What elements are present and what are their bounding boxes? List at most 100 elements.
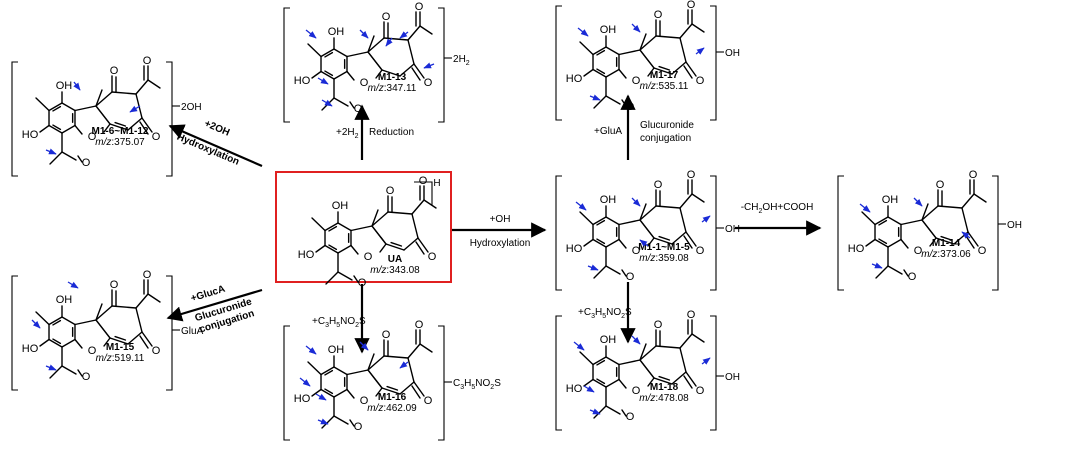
acetyl-oxygen-label: O	[687, 0, 696, 11]
ho-label: HO	[566, 383, 583, 395]
modification-m17: OH	[725, 48, 740, 59]
bracket-left	[555, 175, 562, 291]
compound-name-m1: M1-1~M1-5	[638, 242, 690, 253]
label-reduction-reagent: +2H2	[336, 127, 359, 140]
ketone-oxygen-label: O	[152, 345, 161, 357]
compound-name-uA: UA	[388, 254, 402, 265]
ring-oxygen-label: O	[88, 131, 97, 143]
compound-name-m6: M1-6~M1-12	[92, 126, 149, 137]
ua-highlight-box	[275, 171, 452, 283]
acetyl-oxygen-label: O	[419, 175, 428, 187]
oh-label: OH	[56, 80, 73, 92]
reaction-labels: +2H2 Reduction +2OH Hydroxylation +OH Hy…	[175, 118, 813, 335]
ketone-oxygen-label: O	[424, 395, 433, 407]
ketone-oxygen-label: O	[152, 131, 161, 143]
acetyl-a-oxygen-label: O	[82, 157, 91, 169]
acetyl-oxygen-label: O	[143, 55, 152, 67]
bracket-left	[555, 315, 562, 431]
compound-mz-m6: m/z:375.07	[95, 137, 145, 148]
compound-uA: UAm/z:343.08	[370, 254, 420, 276]
ho-label: HO	[294, 75, 311, 87]
label-cys-down-reagent: +C3H5NO2S	[312, 316, 366, 329]
site-arrow-m14	[913, 197, 923, 207]
carbonyl-oxygen-label: O	[936, 179, 945, 191]
site-arrow-m18	[589, 408, 601, 415]
site-arrow-m16	[317, 418, 329, 425]
compound-mz-uA: m/z:343.08	[370, 265, 420, 276]
bracket-left	[837, 175, 844, 291]
ho-label: HO	[294, 393, 311, 405]
compound-name-m15: M1-15	[106, 342, 135, 353]
label-reduction-type: Reduction	[369, 127, 414, 138]
site-arrow-m14	[961, 231, 971, 239]
site-arrow-m13	[359, 29, 369, 39]
site-arrow-m1	[701, 215, 711, 223]
ring-oxygen-label: O	[360, 77, 369, 89]
compound-mz-m17: m/z:535.11	[640, 81, 689, 92]
compound-mz-m16: m/z:462.09	[367, 403, 417, 414]
site-arrow-m16	[315, 393, 327, 401]
site-arrow-m18	[583, 385, 595, 393]
compound-name-m14: M1-14	[932, 238, 961, 249]
bracket-left	[11, 275, 18, 391]
acetyl-oxygen-label: O	[687, 309, 696, 321]
site-arrow-m1	[575, 201, 587, 211]
label-hydroxylation-reagent: +OH	[490, 214, 511, 225]
modification-m13: 2H2	[453, 54, 470, 67]
acetyl-oxygen-label: O	[143, 269, 152, 281]
label-glucA-right-type2: conjugation	[640, 133, 691, 144]
label-cys-down-right-reagent: +C3H5NO2S	[578, 307, 632, 320]
carbonyl-oxygen-label: O	[654, 179, 663, 191]
oh-label: OH	[600, 334, 617, 346]
bracket-left	[555, 5, 562, 121]
site-arrow-m16	[305, 345, 317, 355]
compound-name-m18: M1-18	[650, 382, 679, 393]
acetyl-a-oxygen-label: O	[908, 271, 917, 283]
carbonyl-oxygen-label: O	[110, 279, 119, 291]
compound-mz-m15: m/z:519.11	[96, 353, 145, 364]
ho-label: HO	[22, 129, 39, 141]
carbonyl-oxygen-label: O	[654, 9, 663, 21]
site-arrow-m15	[31, 319, 41, 329]
site-arrow-m18	[573, 341, 585, 351]
site-arrow-m15	[45, 364, 57, 371]
oh-label: OH	[328, 26, 345, 38]
bracket-right	[992, 175, 999, 291]
bracket-left	[283, 7, 290, 123]
bracket-right	[710, 315, 717, 431]
site-arrow-m18	[631, 335, 641, 345]
ho-label: HO	[22, 343, 39, 355]
arrow-glucuronide-left	[166, 288, 263, 322]
site-arrow-m1	[639, 239, 649, 247]
oh-label: OH	[332, 200, 349, 212]
modification-m14: OH	[1007, 220, 1022, 231]
compound-m16: M1-16m/z:462.09 C3H5NO2S	[283, 325, 501, 441]
ho-label: HO	[566, 243, 583, 255]
ho-label: HO	[566, 73, 583, 85]
acetyl-a-oxygen-label: O	[626, 411, 635, 423]
ua-h-marker: H	[414, 178, 441, 205]
acetyl-a-oxygen-label: O	[626, 101, 635, 113]
acetyl-a-oxygen-label: O	[82, 371, 91, 383]
label-glucA-right-type1: Glucuronide	[640, 120, 694, 131]
bracket-right	[166, 61, 173, 177]
site-arrow-m16	[359, 341, 369, 351]
ring-oxygen-label: O	[364, 251, 373, 263]
compound-name-m16: M1-16	[378, 392, 407, 403]
modification-m16: C3H5NO2S	[453, 378, 501, 391]
site-arrow-m16	[399, 361, 409, 369]
ketone-oxygen-label: O	[978, 245, 987, 257]
site-arrow-m14	[871, 262, 883, 269]
acetyl-oxygen-label: O	[969, 169, 978, 181]
